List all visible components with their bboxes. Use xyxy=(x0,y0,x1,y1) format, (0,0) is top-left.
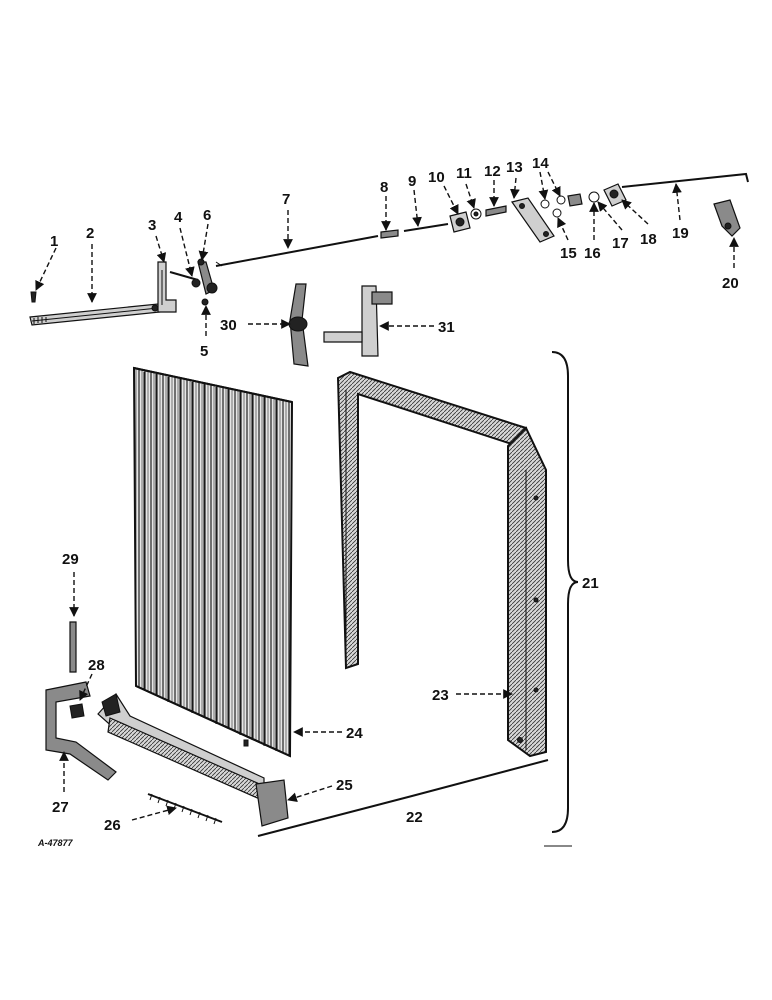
callout-25: 25 xyxy=(336,777,353,794)
callout-2: 2 xyxy=(86,225,94,242)
callout-5: 5 xyxy=(200,343,208,360)
brace-22 xyxy=(257,759,549,837)
part-30-casting xyxy=(288,283,309,367)
callout-27: 27 xyxy=(52,799,69,816)
callout-10: 10 xyxy=(428,169,445,186)
part-23-side-rail xyxy=(507,426,547,758)
callout-26: 26 xyxy=(104,817,121,834)
part-6-lever xyxy=(197,258,218,295)
callout-30: 30 xyxy=(220,317,237,334)
leader-lines xyxy=(35,171,739,821)
callout-4: 4 xyxy=(174,209,183,226)
callout-7: 7 xyxy=(282,191,290,208)
drawing-number: A-47877 xyxy=(37,838,74,848)
callout-labels: 1 2 3 4 5 6 7 8 9 10 11 12 13 14 15 16 1… xyxy=(37,155,739,848)
callout-14: 14 xyxy=(532,155,549,172)
part-12-bolt xyxy=(485,205,507,217)
callout-9: 9 xyxy=(408,173,416,190)
callout-12: 12 xyxy=(484,163,501,180)
part-2-rod xyxy=(29,303,161,326)
part-10-coupling xyxy=(449,211,471,233)
part-4-pin xyxy=(169,271,201,288)
callout-13: 13 xyxy=(506,159,523,176)
part-8-pin xyxy=(380,229,399,239)
part-31-casting xyxy=(323,285,393,357)
brace-21 xyxy=(551,351,579,833)
part-26-spring xyxy=(147,793,223,825)
part-15-washer xyxy=(552,208,562,218)
callout-19: 19 xyxy=(672,225,689,242)
part-11-washer xyxy=(470,208,482,220)
part-13-plate xyxy=(511,197,555,243)
callout-18: 18 xyxy=(640,231,657,248)
callout-15: 15 xyxy=(560,245,577,262)
part-25-support xyxy=(97,693,289,827)
part-16-bushing xyxy=(567,193,583,207)
part-18-fitting xyxy=(603,183,627,207)
callout-17: 17 xyxy=(612,235,629,252)
part-9-rod xyxy=(403,223,449,232)
callout-23: 23 xyxy=(432,687,449,704)
callout-24: 24 xyxy=(346,725,363,742)
callout-22: 22 xyxy=(406,809,423,826)
callout-3: 3 xyxy=(148,217,156,234)
callout-1: 1 xyxy=(50,233,58,250)
part-29-pin xyxy=(69,621,77,673)
callout-6: 6 xyxy=(203,207,211,224)
part-19-rod xyxy=(621,172,749,188)
part-3-bracket xyxy=(157,261,177,313)
part-5-nut xyxy=(201,298,209,306)
part-28-nut xyxy=(69,703,85,719)
callout-11: 11 xyxy=(456,165,472,182)
callout-31: 31 xyxy=(438,319,455,336)
callout-21: 21 xyxy=(582,575,599,592)
part-17-ring xyxy=(588,191,600,203)
part-7-rod xyxy=(215,235,379,267)
callout-29: 29 xyxy=(62,551,79,568)
part-14-washers xyxy=(540,195,566,209)
part-1-pin xyxy=(30,291,37,303)
callout-20: 20 xyxy=(722,275,739,292)
callout-8: 8 xyxy=(380,179,388,196)
part-20-clip xyxy=(713,199,741,237)
callout-16: 16 xyxy=(584,245,601,262)
part-21-frame xyxy=(336,370,528,670)
callout-28: 28 xyxy=(88,657,105,674)
part-24-grille xyxy=(132,366,294,758)
